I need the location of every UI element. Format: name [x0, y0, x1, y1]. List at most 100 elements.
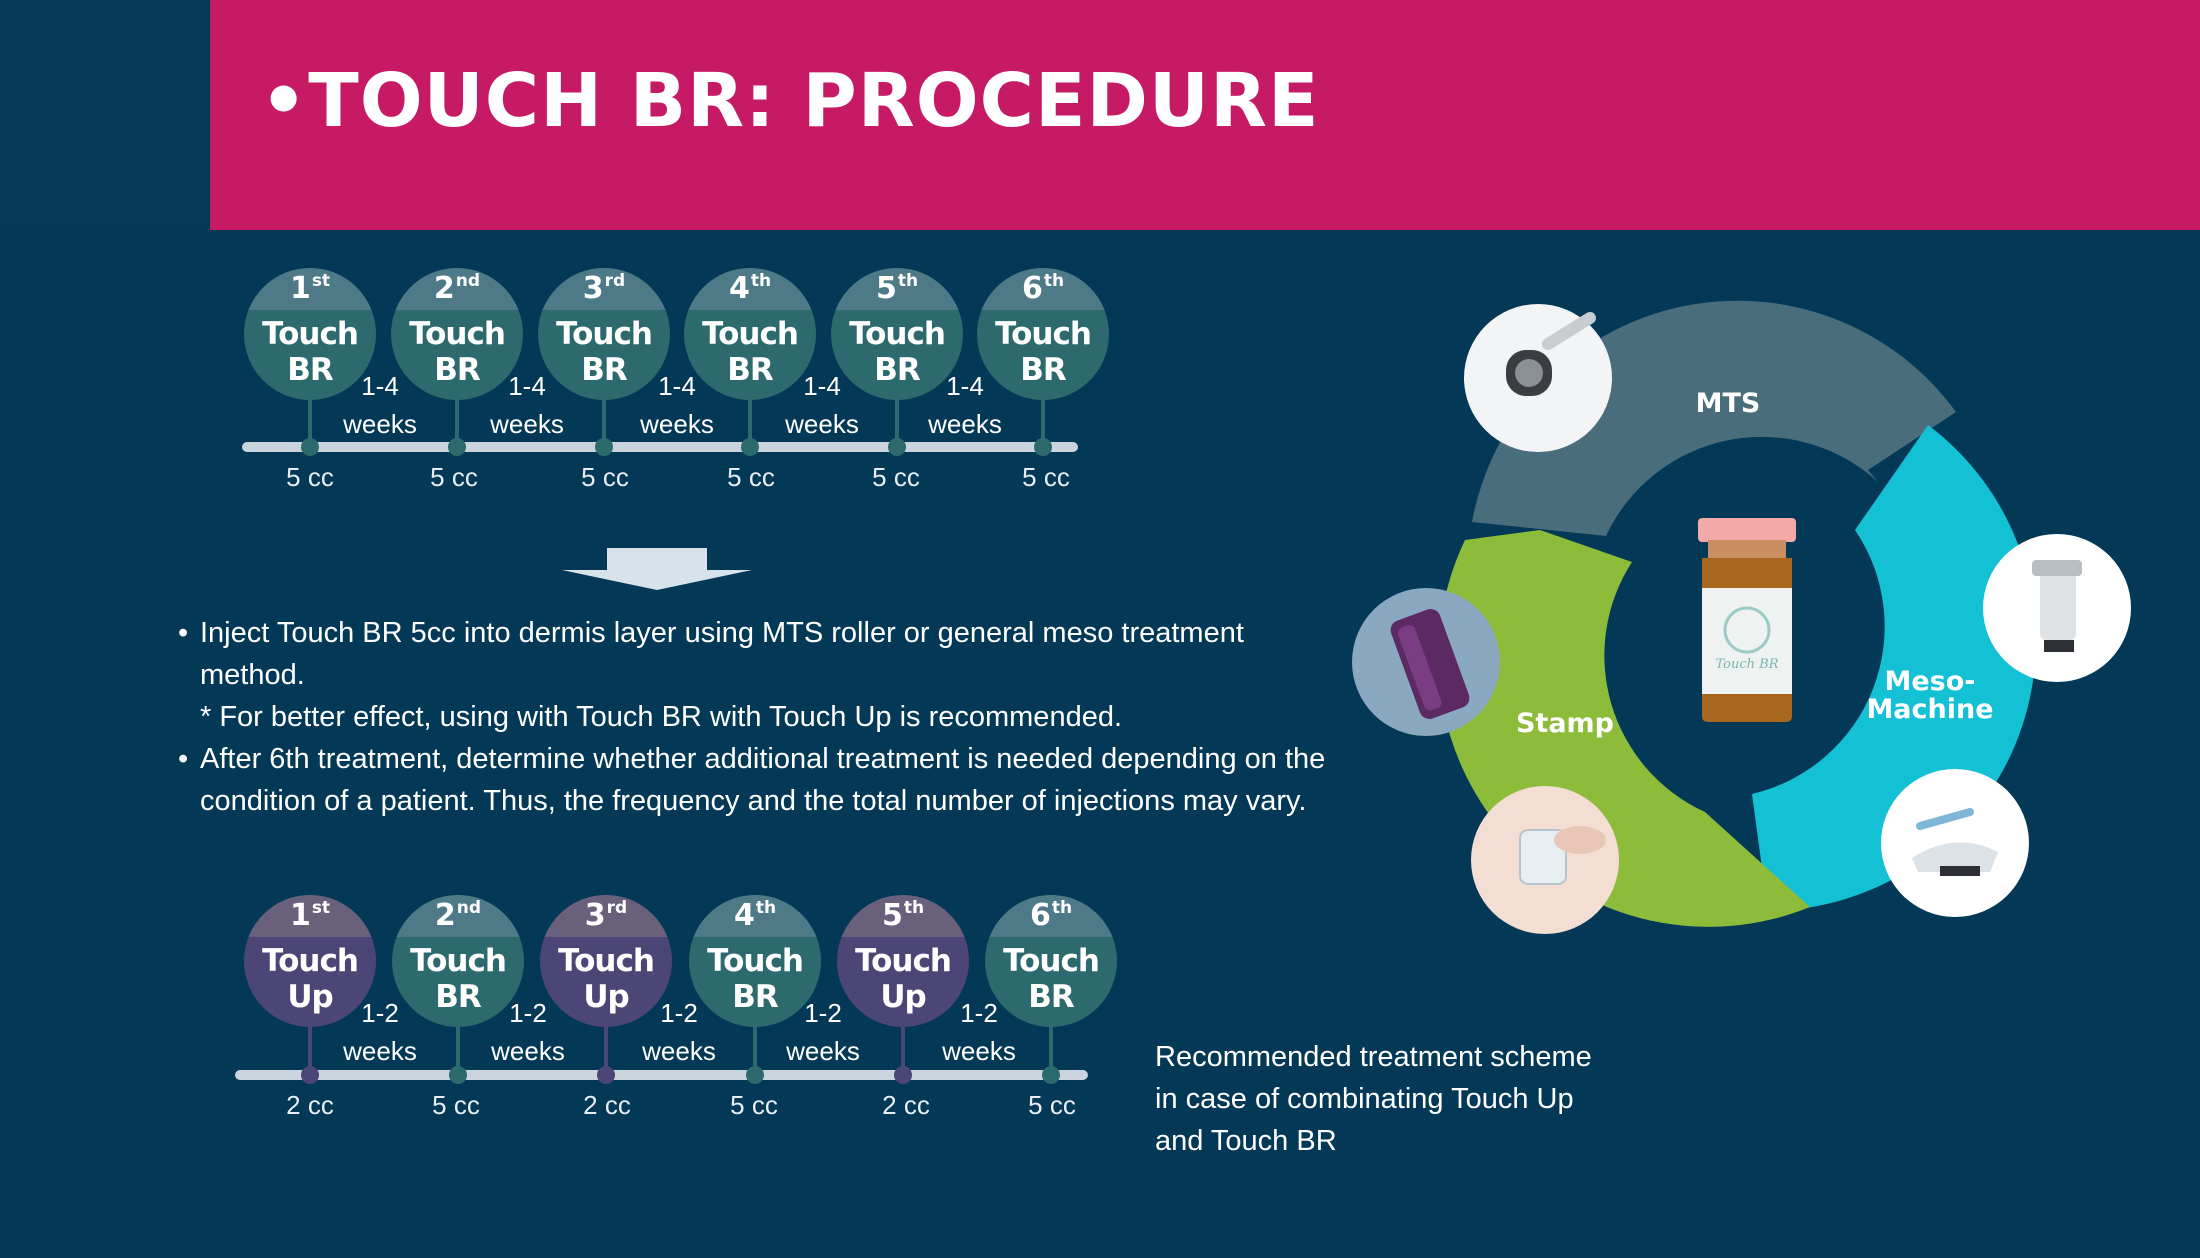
dose-label: 5 cc — [286, 462, 334, 492]
timeline-dot — [448, 438, 466, 456]
session-product-line1: Touch — [409, 316, 506, 352]
header-band: •TOUCH BR: PROCEDURE — [210, 0, 2200, 230]
meso-device-photo-icon — [1983, 534, 2131, 682]
session-product-line1: Touch — [262, 316, 359, 352]
session-ordinal-suffix: th — [750, 271, 772, 291]
stamp-photo-icon — [1352, 588, 1500, 736]
session-ordinal: 4 — [728, 271, 750, 306]
timeline-dot — [597, 1066, 615, 1084]
session-stem — [1041, 398, 1045, 446]
timeline-dot — [746, 1066, 764, 1084]
session-ordinal: 4 — [733, 898, 755, 933]
session-product-line2: BR — [287, 352, 333, 388]
session-product-line2: Up — [583, 979, 629, 1015]
timeline-dot — [301, 1066, 319, 1084]
dose-label: 5 cc — [1028, 1090, 1076, 1120]
session-stem — [308, 1025, 312, 1075]
session-ordinal-suffix: th — [1043, 271, 1065, 291]
dose-label: 2 cc — [286, 1090, 334, 1120]
roller-photo-icon — [1464, 304, 1612, 452]
session-stem — [895, 398, 899, 446]
session-ordinal-suffix: th — [1051, 898, 1073, 918]
session-stem — [604, 1025, 608, 1075]
session-ordinal-suffix: th — [755, 898, 777, 918]
dose-label: 5 cc — [430, 462, 478, 492]
session-ordinal-suffix: rd — [606, 898, 628, 918]
dose-label: 5 cc — [581, 462, 629, 492]
session-ordinal: 6 — [1021, 271, 1043, 306]
meso-gun-photo-icon — [1881, 769, 2029, 917]
timeline-dot — [1034, 438, 1052, 456]
session-product-line2: Up — [880, 979, 926, 1015]
session-ordinal-suffix: rd — [604, 271, 626, 291]
session-product-line2: Up — [287, 979, 333, 1015]
session-ordinal-suffix: nd — [456, 898, 482, 918]
dose-label: 5 cc — [730, 1090, 778, 1120]
session-ordinal-suffix: nd — [455, 271, 481, 291]
session-ordinal: 5 — [875, 271, 897, 306]
timeline-dot — [595, 438, 613, 456]
vial-label: Touch BR — [1716, 657, 1779, 672]
session-ordinal: 5 — [881, 898, 903, 933]
session-ordinal-suffix: th — [897, 271, 919, 291]
session-product-line1: Touch — [707, 943, 804, 979]
dose-label: 2 cc — [583, 1090, 631, 1120]
bullet-mark: • — [178, 617, 189, 649]
session-product-line1: Touch — [849, 316, 946, 352]
dose-label: 5 cc — [727, 462, 775, 492]
bullet-mark: • — [178, 743, 189, 775]
vial-icon: Touch BR — [1698, 518, 1796, 722]
session-product-line1: Touch — [556, 316, 653, 352]
timeline-dot — [301, 438, 319, 456]
session-ordinal: 3 — [582, 271, 604, 306]
session-product-line2: BR — [434, 352, 480, 388]
instructions: • Inject Touch BR 5cc into dermis layer … — [178, 612, 1418, 822]
ampoule-photo-icon — [1471, 786, 1619, 934]
recommendation-caption: Recommended treatment scheme in case of … — [1155, 1041, 1592, 1157]
session-ordinal-suffix: st — [311, 271, 331, 291]
timeline-dot — [741, 438, 759, 456]
stamp-label: Stamp — [1516, 708, 1614, 739]
timeline-dot — [894, 1066, 912, 1084]
bullet-after-sixth: • After 6th treatment, determine whether… — [178, 738, 1418, 822]
dose-label: 2 cc — [882, 1090, 930, 1120]
session-product-line1: Touch — [558, 943, 655, 979]
session-stem — [456, 1025, 460, 1075]
dose-label: 5 cc — [1022, 462, 1070, 492]
session-ordinal: 2 — [434, 898, 456, 933]
timeline-dot — [449, 1066, 467, 1084]
recommendation-note: * For better effect, using with Touch BR… — [200, 701, 1123, 733]
timeline-dot — [1042, 1066, 1060, 1084]
session-ordinal: 3 — [584, 898, 606, 933]
session-product-line2: BR — [874, 352, 920, 388]
left-corner-block — [0, 0, 210, 230]
session-stem — [308, 398, 312, 446]
session-ordinal-suffix: th — [903, 898, 925, 918]
session-product-line2: BR — [732, 979, 778, 1015]
session-ordinal: 6 — [1029, 898, 1051, 933]
mts-label: MTS — [1696, 388, 1761, 419]
timeline-track — [242, 442, 1078, 452]
session-product-line2: BR — [1028, 979, 1074, 1015]
meso-label-line2: Machine — [1866, 694, 1993, 725]
session-stem — [901, 1025, 905, 1075]
treatment-cycle-diagram: MTS Meso- Machine Stamp Touch BR — [1352, 300, 2131, 934]
session-product-line1: Touch — [262, 943, 359, 979]
